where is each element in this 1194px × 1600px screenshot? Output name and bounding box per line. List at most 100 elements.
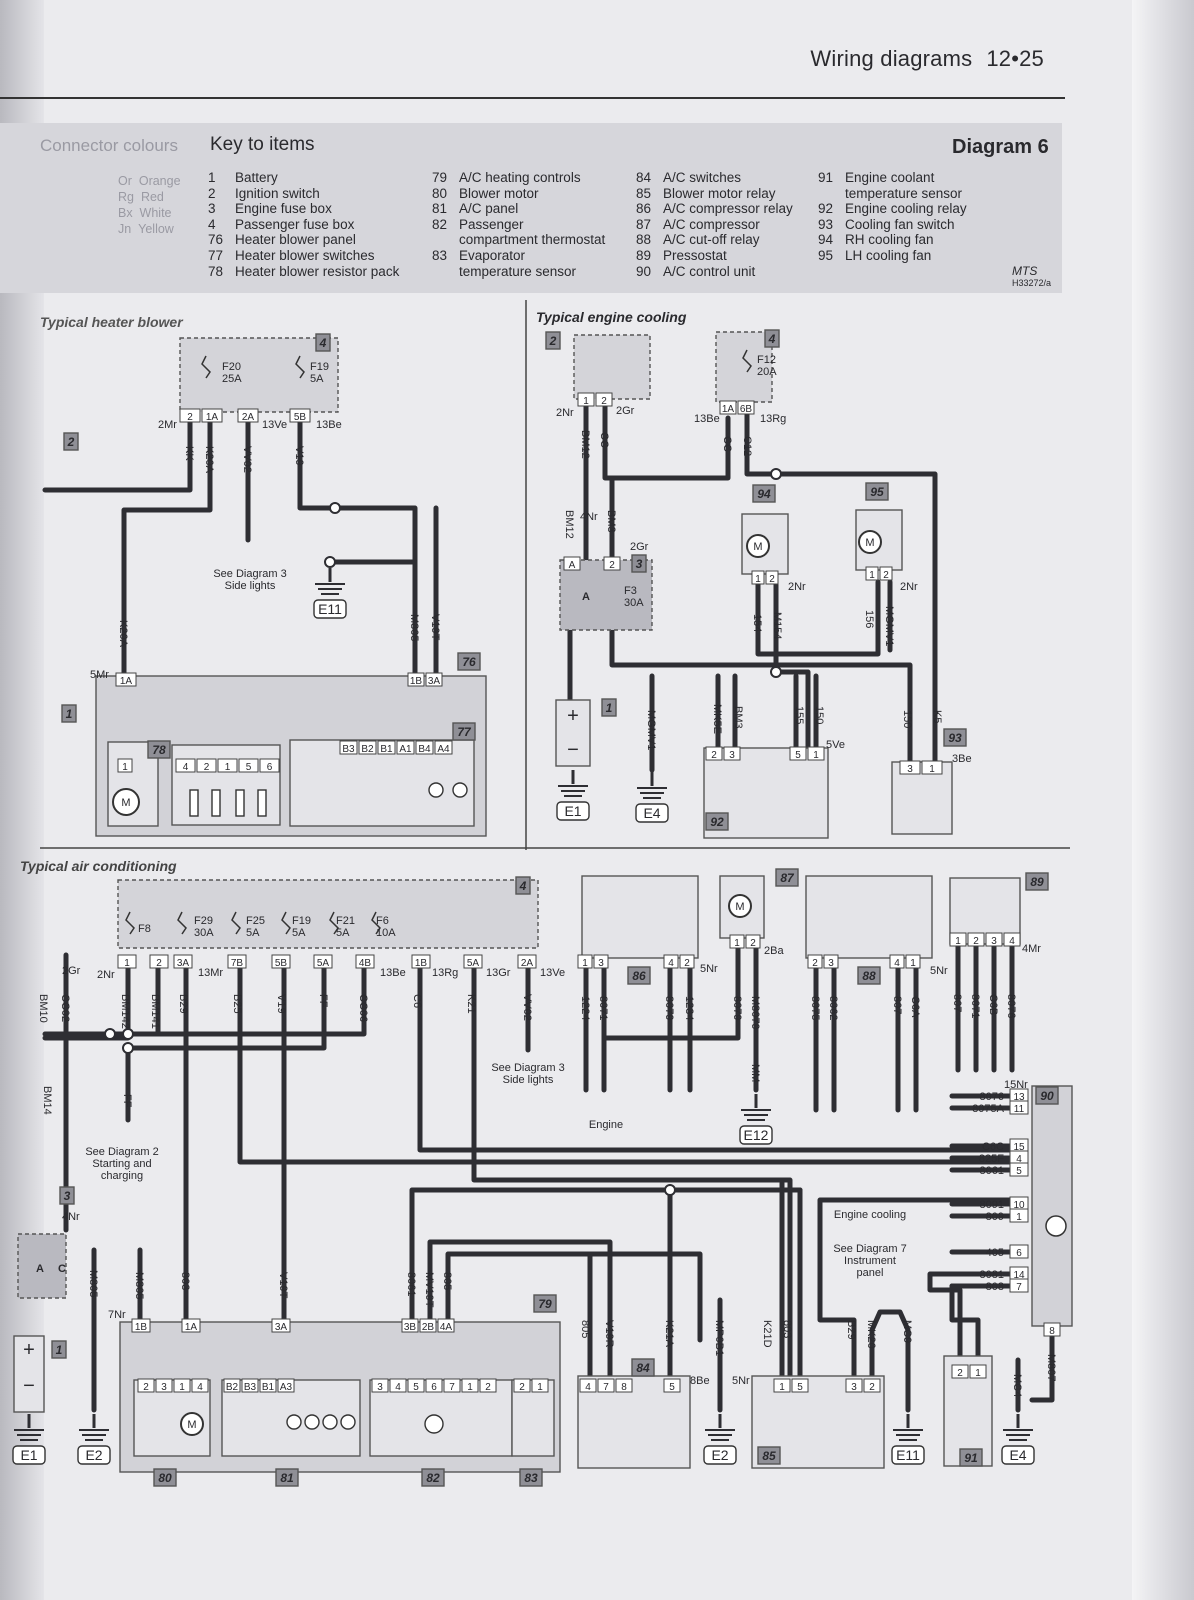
wire [42, 419, 193, 493]
connector-pin [149, 954, 169, 969]
connector-pin-label: 3A [177, 958, 190, 969]
see-diagram-note: See Diagram 2 [85, 1146, 158, 1158]
item-number: 90 [1040, 1089, 1054, 1103]
connector-pin-label: 1B [415, 958, 428, 969]
connector-pin-label: 15 [1013, 1142, 1025, 1153]
wire-code-label: V19R [603, 1320, 615, 1348]
wire-code-label: M807 [1045, 1354, 1057, 1382]
connector-pin-label: 6 [1016, 1248, 1022, 1259]
connector-pin-label: 5 [795, 750, 801, 761]
wire [817, 1197, 1023, 1393]
item-number-tag [757, 1446, 781, 1465]
connector-pin-label: 8 [1049, 1326, 1055, 1337]
item-number-tag [421, 1468, 445, 1487]
junction-dot [770, 666, 782, 678]
connector-pin-label: 2 [204, 762, 210, 773]
see-diagram-note: See Diagram 3 [213, 568, 286, 580]
motor-letter: M [865, 537, 874, 549]
connector-pin [313, 954, 333, 969]
label-text: 2Gr [616, 405, 635, 417]
item-number: 2 [67, 435, 75, 449]
connector-pin-label: B4 [418, 744, 431, 755]
label-text: 13Be [316, 419, 342, 431]
earth-label-box [313, 599, 347, 619]
item-number-tag [865, 482, 889, 501]
connector-pin [419, 1318, 437, 1333]
wire-code-label: 807 [951, 994, 963, 1012]
connector-colour-item: Rg Red [118, 190, 164, 204]
item-number-tag [457, 652, 481, 671]
connector-pin-label: 3 [598, 958, 604, 969]
connector-pin-label: 1 [179, 1382, 185, 1393]
connector-pin [967, 932, 985, 947]
header-rule [0, 97, 1065, 99]
connector-pin-label: 5A [317, 958, 330, 969]
wire-code-label: FF [121, 1094, 133, 1108]
wire [609, 627, 913, 773]
wire-code-label: C6B [987, 994, 999, 1015]
connector-pin [407, 672, 425, 687]
connector-pin [339, 740, 358, 755]
connector-pin [443, 1378, 461, 1393]
connector-pin-label: 5 [413, 1382, 419, 1393]
lamp-symbol [322, 1414, 338, 1430]
connector-pin-label: 2 [769, 574, 775, 585]
wire-code-label: KK [183, 446, 195, 461]
label-text: 5A [292, 927, 306, 939]
label-text: 4Nr [62, 1211, 80, 1223]
connector-pin [595, 392, 613, 407]
connector-pin [951, 1364, 969, 1379]
connector-pin-label: A1 [399, 744, 412, 755]
item-number: 83 [524, 1471, 538, 1485]
wire-code-label: 150 [813, 706, 825, 724]
wire-code-label: 807 [891, 996, 903, 1014]
wire-code-label: MK5E [711, 704, 723, 734]
connector-pin-label: 1 [910, 958, 916, 969]
connector-pin [593, 954, 609, 969]
wire-code-label: MGMV1 [883, 606, 895, 646]
item-number-tag [1035, 1086, 1059, 1105]
wire-code-label: 8079 [663, 996, 675, 1020]
item-number-tag [545, 331, 561, 350]
wire-code-label: M154 [771, 612, 783, 640]
motor-letter: M [753, 541, 762, 553]
wire [445, 1251, 703, 1343]
label-text: 8Be [690, 1375, 710, 1387]
ecu-wire-label: 809 [986, 1211, 1004, 1223]
connector-pin [737, 400, 755, 415]
connector-pin-label: 7B [231, 958, 244, 969]
item-number-tag [147, 740, 171, 759]
ac-control-unit [1031, 1085, 1073, 1327]
connector-pin-label: 1 [929, 764, 935, 775]
connector-pin [115, 672, 137, 687]
connector-pin-label: 4 [1009, 936, 1015, 947]
wire-code-label: C6A [909, 996, 921, 1018]
wire-code-label: K21A [663, 1320, 675, 1348]
connector-pin-label: 4 [183, 762, 189, 773]
label-text: 4Mr [1022, 943, 1041, 955]
fuse-symbol [371, 911, 381, 935]
wire-code-label: MV19T [423, 1272, 435, 1308]
ecu-wire-label: 825F [979, 1153, 1004, 1165]
connector-pin-label: 3 [991, 936, 997, 947]
connector-pin [615, 1378, 633, 1393]
item-number: 1 [56, 1343, 63, 1357]
item-number-tag [51, 1340, 67, 1359]
connector-pin-label: 2 [143, 1382, 149, 1393]
connector-pin-label: B1 [380, 744, 393, 755]
connector-pin-label: 1 [122, 762, 128, 773]
connector-pin [401, 1318, 419, 1333]
header-title: Wiring diagrams [810, 46, 973, 71]
engine-fusebox-top [715, 331, 773, 403]
item-number-tag [764, 329, 780, 348]
ignition-switch [573, 334, 651, 400]
lamp-symbol [304, 1414, 320, 1430]
connector-pin-label: 1 [467, 1382, 473, 1393]
motor-symbol [728, 894, 752, 918]
connector-pin [723, 746, 741, 761]
connector-pin [663, 954, 679, 969]
